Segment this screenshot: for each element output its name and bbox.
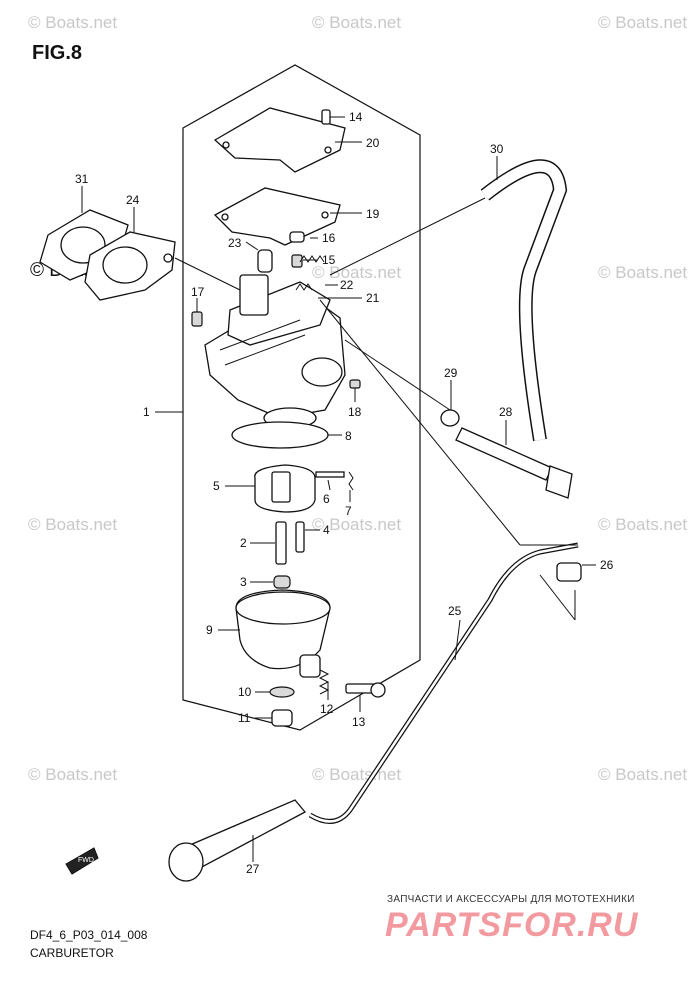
watermark-text: © Boats.net bbox=[28, 515, 117, 534]
spring-21 bbox=[295, 283, 313, 291]
callout-27: 27 bbox=[246, 862, 260, 876]
watermarks: © Boats.net © Boats.net © Boats.net © Bo… bbox=[28, 13, 687, 784]
drain-screw-11 bbox=[271, 709, 293, 727]
callout-17: 17 bbox=[191, 285, 205, 299]
figure-caption: CARBURETOR bbox=[30, 946, 114, 960]
float-5 bbox=[254, 464, 316, 513]
callouts: 1 2 3 4 5 6 7 8 9 10 11 12 13 14 15 16 1… bbox=[75, 110, 614, 876]
callout-3: 3 bbox=[240, 575, 247, 589]
spring-22 bbox=[299, 255, 325, 263]
leader-lines bbox=[81, 116, 596, 862]
watermark-text: © Boats.net bbox=[312, 263, 401, 282]
watermark-text: © Boats.net bbox=[598, 765, 687, 784]
fwd-arrow-icon: FWD bbox=[65, 847, 99, 875]
callout-15: 15 bbox=[322, 253, 336, 267]
choke-knob-27 bbox=[168, 799, 307, 882]
callout-13: 13 bbox=[352, 715, 366, 729]
screw-15 bbox=[291, 254, 303, 268]
pin-6 bbox=[315, 471, 345, 478]
callout-2: 2 bbox=[240, 536, 247, 550]
assembly-frame bbox=[182, 64, 421, 731]
gasket-24 bbox=[84, 231, 176, 301]
callout-25: 25 bbox=[448, 604, 462, 618]
valve-23 bbox=[257, 249, 273, 273]
screw-14 bbox=[321, 109, 331, 125]
spring-18 bbox=[349, 379, 361, 389]
callout-5: 5 bbox=[213, 479, 220, 493]
callout-20: 20 bbox=[366, 136, 380, 150]
callout-16: 16 bbox=[322, 231, 336, 245]
watermark-text: © Boats.net bbox=[598, 263, 687, 282]
callout-31: 31 bbox=[75, 172, 89, 186]
main-jet-3 bbox=[273, 575, 291, 589]
watermark-text: © Boats.net bbox=[28, 13, 117, 32]
callout-30: 30 bbox=[490, 142, 504, 156]
clip-26 bbox=[556, 562, 582, 582]
fwd-label: FWD bbox=[78, 857, 94, 864]
spring-12 bbox=[318, 669, 330, 695]
gasket-19 bbox=[213, 187, 341, 246]
callout-9: 9 bbox=[206, 623, 213, 637]
gasket-20 bbox=[213, 107, 346, 173]
figure-code: DF4_6_P03_014_008 bbox=[30, 928, 148, 942]
callout-1: 1 bbox=[143, 405, 150, 419]
callout-23: 23 bbox=[228, 236, 242, 250]
callout-22: 22 bbox=[340, 278, 354, 292]
jet-2 bbox=[275, 521, 287, 565]
callout-8: 8 bbox=[345, 429, 352, 443]
clip-7 bbox=[348, 471, 354, 491]
shop-tagline: ЗАПЧАСТИ И АКСЕССУАРЫ ДЛЯ МОТОТЕХНИКИ bbox=[387, 894, 635, 905]
callout-21: 21 bbox=[366, 291, 380, 305]
callout-4: 4 bbox=[323, 523, 330, 537]
screw-13 bbox=[345, 682, 386, 698]
callout-6: 6 bbox=[323, 492, 330, 506]
watermark-text: © Boats.net bbox=[28, 765, 117, 784]
watermark-text: © Boats.net bbox=[598, 515, 687, 534]
watermark-text: © Boats.net bbox=[312, 13, 401, 32]
o-ring-8 bbox=[231, 421, 329, 449]
callout-29: 29 bbox=[444, 366, 458, 380]
callout-26: 26 bbox=[600, 558, 614, 572]
float-bowl-9 bbox=[235, 589, 331, 678]
callout-18: 18 bbox=[348, 405, 362, 419]
needle-4 bbox=[295, 521, 305, 553]
screw-16 bbox=[289, 231, 305, 243]
spring-17 bbox=[191, 311, 203, 327]
callout-19: 19 bbox=[366, 207, 380, 221]
callout-14: 14 bbox=[349, 110, 363, 124]
gasket-10 bbox=[269, 686, 295, 698]
callout-28: 28 bbox=[499, 405, 513, 419]
callout-10: 10 bbox=[238, 685, 252, 699]
callout-11: 11 bbox=[238, 711, 251, 725]
watermark-text: © Boats.net bbox=[312, 765, 401, 784]
bolt-28 bbox=[455, 427, 573, 499]
shop-brand-logo: PARTSFOR.RU bbox=[385, 906, 639, 944]
figure-title: FIG.8 bbox=[32, 42, 83, 64]
washer-29 bbox=[440, 409, 460, 427]
watermark-text: © Boats.net bbox=[598, 13, 687, 32]
callout-12: 12 bbox=[320, 702, 334, 716]
watermark-text: © Boats.net bbox=[312, 515, 401, 534]
callout-24: 24 bbox=[126, 193, 140, 207]
carburetor-body bbox=[204, 274, 346, 429]
callout-7: 7 bbox=[345, 504, 352, 518]
